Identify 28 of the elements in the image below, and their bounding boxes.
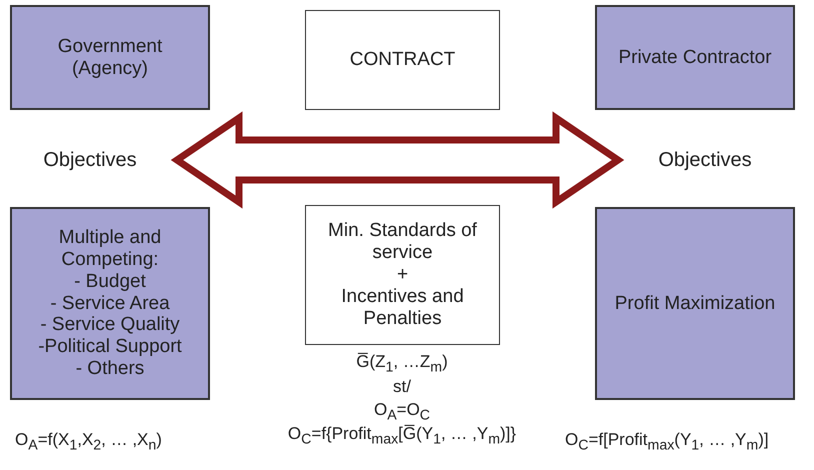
objectives-text: Objectives	[15, 140, 165, 180]
shaded-box	[595, 207, 795, 400]
objectives-text: Objectives	[630, 140, 780, 180]
box-text: Min. Standards of service	[327, 220, 478, 264]
box-text: - Others	[74, 358, 146, 380]
box-text: - Service Quality	[39, 314, 181, 336]
box-text: - Budget	[73, 270, 147, 293]
formula-text: O$_{C}$=f[Profit$_{max}$(Y$_{1}$, … ,Y$_{m}$)]	[565, 430, 769, 454]
box-text: Government (Agency)	[56, 36, 164, 80]
double-arrow	[170, 111, 624, 209]
shaded-box	[595, 5, 795, 110]
box-text: Private Contractor	[617, 46, 773, 68]
formula-text: G̅(Z$_{1}$, …Z$_{m}$)	[356, 352, 448, 376]
text-box	[305, 205, 500, 345]
box-text: Incentives and Penalties	[340, 286, 465, 330]
formula-text: O$_{C}$=f{Profit$_{max}$[G̅(Y$_{1}$, … ,Y$_{m}$)]}	[288, 424, 516, 448]
shaded-box	[10, 5, 210, 110]
box-text: CONTRACT	[348, 49, 456, 71]
box-text: -Political Support	[37, 336, 183, 358]
formula-text: O$_{A}$=f(X$_{1}$,X$_{2}$, … ,X$_{n}$)	[15, 430, 162, 454]
box-text: - Service Area	[49, 292, 171, 314]
shaded-box	[10, 207, 210, 400]
formula-text: O$_{A}$=O$_{C}$	[374, 400, 430, 424]
box-text: Profit Maximization	[614, 292, 776, 314]
text-box	[305, 10, 500, 110]
box-text: Multiple and Competing:	[58, 227, 162, 271]
formula-text: st/	[393, 377, 411, 397]
box-text: +	[396, 264, 410, 286]
